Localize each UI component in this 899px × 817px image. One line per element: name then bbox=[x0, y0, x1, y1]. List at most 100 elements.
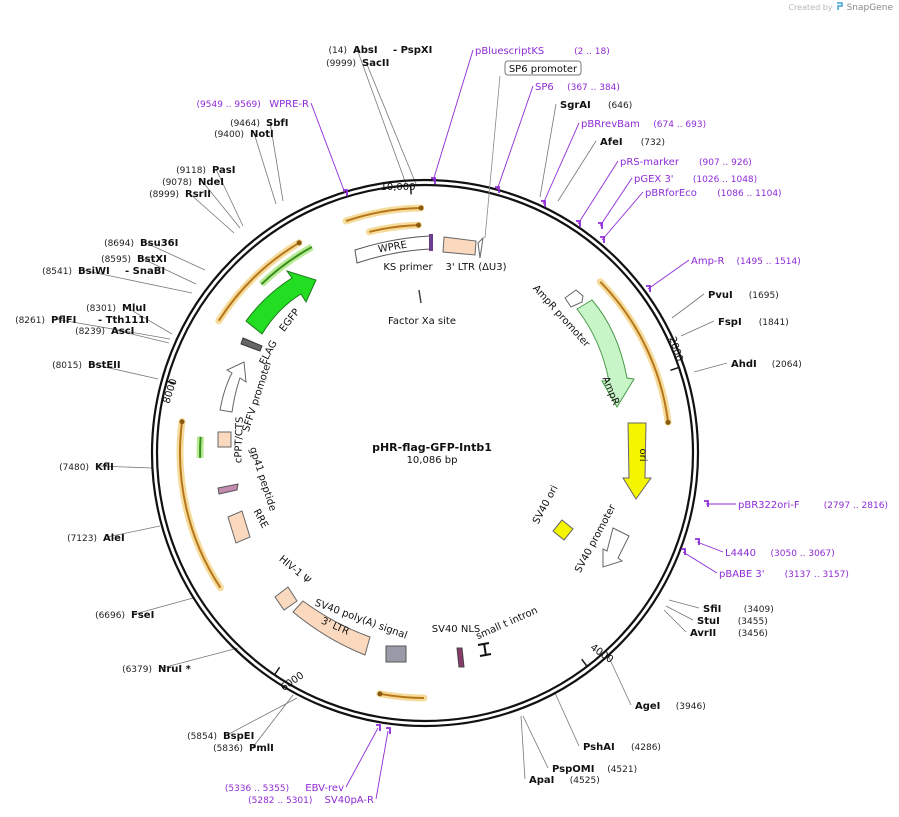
site-avrii-name: AvrII bbox=[690, 628, 716, 639]
site-mlui-name: MluI bbox=[122, 303, 146, 314]
site-leader bbox=[557, 140, 597, 202]
primer-marker bbox=[646, 285, 651, 292]
sffv-label: SFFV promoter bbox=[241, 358, 275, 433]
site-alei-name: AleI bbox=[103, 533, 125, 544]
snapgene-logo-icon bbox=[837, 2, 843, 10]
site-leader bbox=[663, 609, 687, 633]
sv40-nls-block bbox=[456, 647, 465, 668]
primer-pbabe-3-name: pBABE 3' bbox=[719, 569, 765, 580]
orf-arc-green bbox=[199, 436, 202, 458]
primer-leader bbox=[599, 177, 633, 227]
orf-arc-arrowhead bbox=[377, 691, 383, 697]
primer-prs-marker: pRS-marker(907 .. 926) bbox=[576, 157, 752, 227]
egfp-label: EGFP bbox=[278, 307, 303, 334]
site-leader bbox=[81, 269, 193, 294]
site-asci: (8239)AscI bbox=[75, 326, 134, 337]
site-leader bbox=[215, 168, 244, 227]
site-leader bbox=[539, 103, 557, 198]
cppt-label: cPPT/CTS bbox=[233, 416, 246, 463]
primer-sp6-name: SP6 bbox=[535, 82, 554, 93]
site-labels: (14)AbsI- PspXI(9999)SacIISgrAI(646)AfeI… bbox=[15, 45, 802, 786]
primer-wpre-r-range: (9549 .. 9569) bbox=[197, 100, 261, 110]
site-nrui-name: NruI * bbox=[158, 664, 192, 675]
site-sgrai: SgrAI(646) bbox=[560, 100, 632, 111]
site-sgrai-name: SgrAI bbox=[560, 100, 591, 111]
site-leader bbox=[201, 180, 241, 229]
ampr-arrow bbox=[576, 299, 635, 408]
primer-leader bbox=[375, 730, 389, 800]
site-pmli-name: PmlI bbox=[249, 743, 274, 754]
site-absi-name: AbsI bbox=[353, 45, 378, 56]
site-leader bbox=[91, 363, 159, 380]
site-mlui: (8301)MluI bbox=[86, 303, 146, 314]
orf-arc-green bbox=[260, 246, 313, 286]
gp41-block bbox=[217, 483, 239, 495]
site-leader bbox=[680, 320, 715, 337]
scale-tick-mark bbox=[273, 666, 281, 676]
primer-pgex-3-range: (1026 .. 1048) bbox=[693, 175, 757, 185]
primer-sv40pa-r: SV40pA-R(5282 .. 5301) bbox=[248, 727, 391, 806]
site-absi-pos: (14) bbox=[329, 46, 347, 56]
site-pflfi-suffix: - Tth111I bbox=[98, 315, 149, 326]
site-bsteii: (8015)BstEII bbox=[52, 360, 121, 371]
gp41-label: gp41 peptide bbox=[247, 446, 278, 513]
site-afei-name: AfeI bbox=[600, 137, 623, 148]
primer-amp-r: Amp-R(1495 .. 1514) bbox=[646, 256, 801, 292]
primer-pbabe-3: pBABE 3' (3137 .. 3157) bbox=[681, 548, 849, 580]
site-stui-name: StuI bbox=[697, 616, 720, 627]
primer-wpre-r-name: WPRE-R bbox=[269, 99, 309, 110]
site-fspi-name: FspI bbox=[718, 317, 742, 328]
site-pshai-pos: (4286) bbox=[631, 743, 661, 753]
primer-sp6: SP6(367 .. 384) bbox=[495, 82, 620, 193]
site-sbfi-name: SbfI bbox=[266, 118, 288, 129]
hiv-psi-label: HIV-1 Ψ bbox=[277, 554, 313, 587]
primer-pbabe-3-range: (3137 .. 3157) bbox=[785, 570, 849, 580]
primer-pgex-3-name: pGEX 3' bbox=[634, 174, 674, 185]
site-leader bbox=[98, 465, 153, 469]
primer-marker bbox=[598, 222, 603, 229]
primer-leader bbox=[682, 551, 718, 574]
primer-leader bbox=[647, 259, 690, 290]
site-pshai-name: PshAI bbox=[583, 742, 615, 753]
ltr3-block bbox=[442, 236, 477, 256]
primer-leader bbox=[496, 85, 534, 191]
primer-leader bbox=[542, 122, 580, 205]
primer-pbrforeco: pBRforEco(1086 .. 1104) bbox=[600, 188, 782, 243]
orf-arc-arrowhead bbox=[415, 222, 421, 228]
plasmid-length: 10,086 bp bbox=[407, 455, 458, 466]
ori-arrow bbox=[622, 422, 652, 500]
site-bsiwi: (8541)BsiWI- SnaBI bbox=[42, 266, 165, 277]
orf-arc bbox=[179, 421, 222, 589]
orf-arcs bbox=[176, 204, 672, 702]
primer-leader bbox=[345, 727, 379, 788]
site-kfli: (7480)KflI bbox=[59, 462, 114, 473]
site-pvui-pos: (1695) bbox=[749, 291, 779, 301]
site-pspomi: PspOMI(4521) bbox=[552, 764, 637, 775]
primer-marker bbox=[343, 189, 348, 196]
site-leader-lines bbox=[54, 48, 728, 780]
flag-block bbox=[240, 337, 263, 352]
site-leader bbox=[226, 697, 298, 736]
factor-xa-label: Factor Xa site bbox=[388, 316, 456, 327]
primer-ebv-rev: EBV-rev(5336 .. 5355) bbox=[225, 724, 381, 794]
primer-sv40pa-r-range: (5282 .. 5301) bbox=[248, 796, 312, 806]
site-stui: StuI(3455) bbox=[697, 616, 768, 627]
site-agei-name: AgeI bbox=[635, 701, 660, 712]
primer-leader bbox=[310, 102, 346, 194]
primer-marker bbox=[541, 200, 546, 207]
scale-tick-label: 10,000 bbox=[381, 182, 416, 193]
primers: pBluescriptKS(2 .. 18)SP6(367 .. 384)pBR… bbox=[197, 46, 888, 806]
site-pasi: (9118)PasI bbox=[176, 165, 235, 176]
primer-prs-marker-range: (907 .. 926) bbox=[699, 158, 752, 168]
ltr5-block bbox=[292, 600, 371, 656]
site-pmli-pos: (5836) bbox=[213, 744, 243, 754]
site-ndei-name: NdeI bbox=[198, 177, 224, 188]
site-ahdi: AhdI(2064) bbox=[731, 359, 802, 370]
site-asci-pos: (8239) bbox=[75, 327, 105, 337]
site-bsiwi-suffix: - SnaBI bbox=[125, 266, 165, 277]
site-leader bbox=[106, 525, 161, 538]
wpre-label: WPRE bbox=[377, 240, 408, 256]
site-apai-pos: (4525) bbox=[570, 776, 600, 786]
